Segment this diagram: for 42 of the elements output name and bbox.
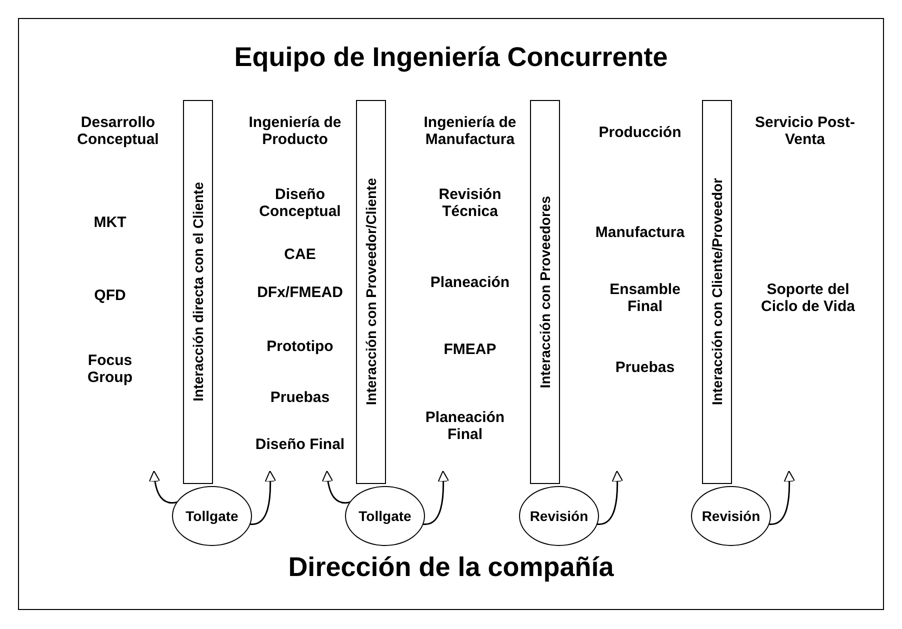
stage-label: QFD	[93, 287, 127, 304]
curved-arrow	[149, 470, 178, 504]
stage-label: MKT	[92, 214, 128, 231]
vertical-label: Interacción directa con el Cliente	[190, 182, 206, 402]
node-label: Revisión	[530, 508, 588, 524]
stage-label: Manufactura	[594, 224, 686, 241]
curved-arrow	[248, 470, 276, 525]
vertical-label: Interacción con Cliente/Proveedor	[709, 178, 725, 406]
stage-label: Pruebas	[269, 389, 331, 406]
curved-arrow	[422, 470, 450, 525]
node-label: Tollgate	[186, 508, 238, 524]
pillar-bar	[356, 100, 386, 484]
footer-heading: Dirección de la compañía	[287, 552, 615, 583]
stage-label: CAE	[283, 246, 317, 263]
stage-label: Revisión Técnica	[438, 186, 502, 220]
diagram-title: Equipo de Ingeniería Concurrente	[234, 42, 668, 73]
stage-label: Ensamble Final	[608, 281, 682, 315]
vertical-label: Interacción con Proveedor/Cliente	[363, 178, 379, 406]
curved-arrow	[768, 470, 796, 525]
stage-label: Pruebas	[614, 359, 676, 376]
curved-arrow	[596, 470, 624, 525]
stage-label: Focus Group	[86, 352, 134, 386]
stage-label: FMEAP	[442, 341, 498, 358]
stage-label: Planeación Final	[424, 409, 506, 443]
stage-label: Prototipo	[266, 338, 334, 355]
node-label: Revisión	[702, 508, 760, 524]
vertical-label: Interacción con Proveedores	[537, 196, 553, 388]
stage-label: DFx/FMEAD	[256, 284, 344, 301]
stage-label: Planeación	[429, 274, 511, 291]
pillar-bar	[183, 100, 213, 484]
pillar-bar	[702, 100, 732, 484]
stage-label: Desarrollo Conceptual	[76, 114, 160, 148]
stage-label: Diseño Final	[254, 436, 346, 453]
pillar-bar	[530, 100, 560, 484]
stage-label: Servicio Post-Venta	[754, 114, 856, 148]
curved-arrow	[322, 470, 352, 504]
stage-label: Diseño Conceptual	[258, 186, 342, 220]
node-label: Tollgate	[358, 508, 412, 524]
stage-label: Ingeniería de Producto	[248, 114, 342, 148]
stage-label: Soporte del Ciclo de Vida	[760, 281, 856, 315]
stage-label: Producción	[598, 124, 682, 141]
stage-label: Ingeniería de Manufactura	[422, 114, 518, 148]
